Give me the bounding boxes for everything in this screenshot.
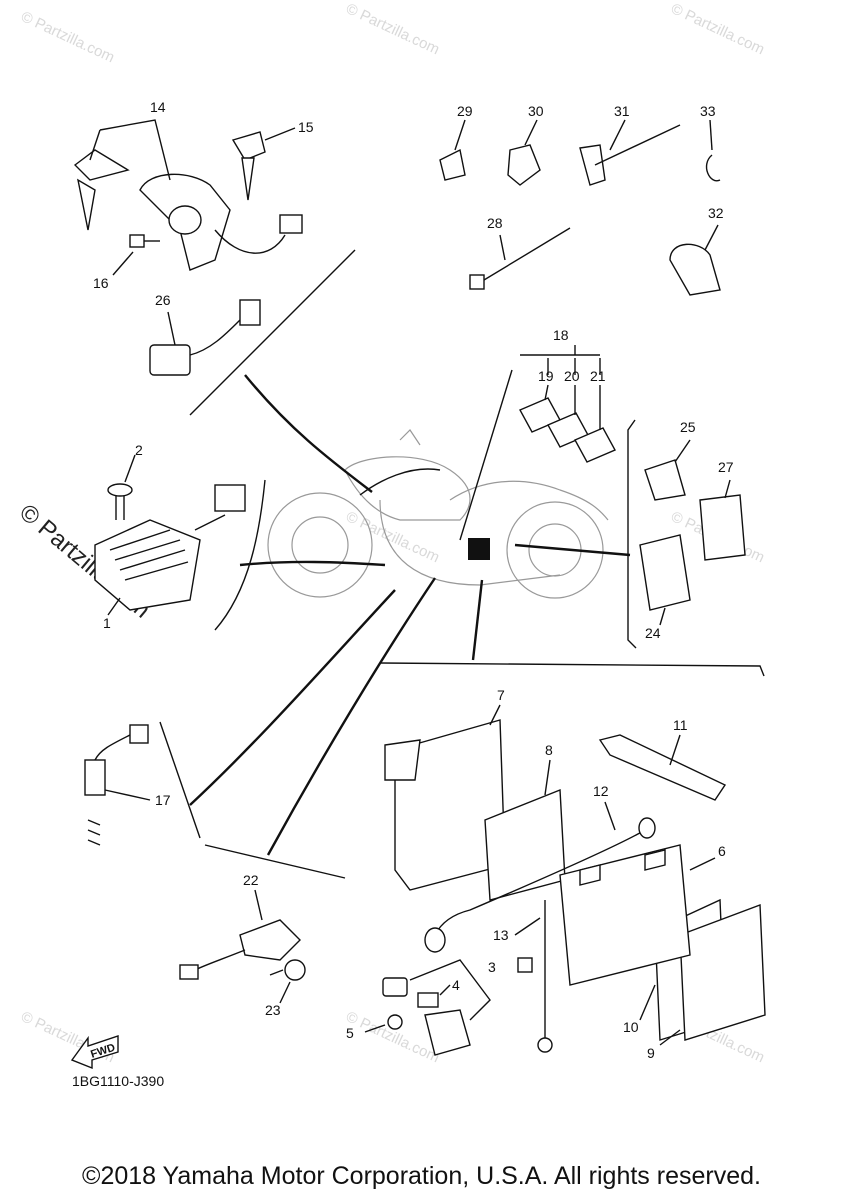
callout-3: 3 [488,959,496,975]
callout-6: 6 [718,843,726,859]
callout-18: 18 [553,327,569,343]
callout-7: 7 [497,687,505,703]
watermark: © Partzilla.com [343,0,442,58]
fuse-set [519,345,616,463]
battery-part-6 [559,844,716,986]
callout-17: 17 [155,792,171,808]
lead-part-26 [149,299,261,376]
leader-lines [189,369,631,856]
callout-30: 30 [528,103,544,119]
callout-16: 16 [93,275,109,291]
diagram-code: 1BG1110-J390 [72,1073,165,1089]
callout-1: 1 [103,615,111,631]
small-parts [439,119,721,296]
callout-labels: 1 2 3 4 5 6 7 8 9 10 11 12 13 14 15 16 1… [93,99,734,1061]
callout-22: 22 [243,872,259,888]
main-switch-part [73,119,303,271]
callout-26: 26 [155,292,171,308]
callout-8: 8 [545,742,553,758]
callout-21: 21 [590,368,606,384]
bolt-part-2 [107,454,136,520]
lead-parts-12-13 [424,801,656,1053]
callout-11: 11 [673,717,688,733]
callout-24: 24 [645,625,661,641]
callout-20: 20 [564,368,580,384]
callout-2: 2 [135,442,143,458]
callout-28: 28 [487,215,503,231]
strap-part-11 [598,734,727,801]
callout-32: 32 [708,205,724,221]
watermark: © Partzilla.com [343,508,442,566]
battery-box-part-7 [384,704,506,891]
callout-14: 14 [150,99,166,115]
motorcycle-outline [267,429,609,599]
connector-block [468,538,490,560]
callout-31: 31 [614,103,630,119]
sensor-part-17 [84,724,151,846]
callout-23: 23 [265,1002,281,1018]
starter-relay-parts [364,959,491,1056]
watermark: © Partzilla.com [18,8,117,66]
callout-9: 9 [647,1045,655,1061]
callout-12: 12 [593,783,609,799]
screw-part-16 [112,234,160,276]
callout-27: 27 [718,459,734,475]
rectifier-part-1 [94,484,246,616]
callout-33: 33 [700,103,716,119]
watermark: © Partzilla.com [668,0,767,58]
callout-13: 13 [493,927,509,943]
callout-25: 25 [680,419,696,435]
key-part [231,127,296,201]
sensor-part-22 [179,889,306,1004]
copyright-notice: ©2018 Yamaha Motor Corporation, U.S.A. A… [82,1162,761,1190]
callout-29: 29 [457,103,473,119]
bracket-lines [159,249,765,879]
callout-5: 5 [346,1025,354,1041]
callout-15: 15 [298,119,314,135]
callout-19: 19 [538,368,554,384]
relay-parts [639,439,746,626]
callout-4: 4 [452,977,460,993]
callout-10: 10 [623,1019,639,1035]
